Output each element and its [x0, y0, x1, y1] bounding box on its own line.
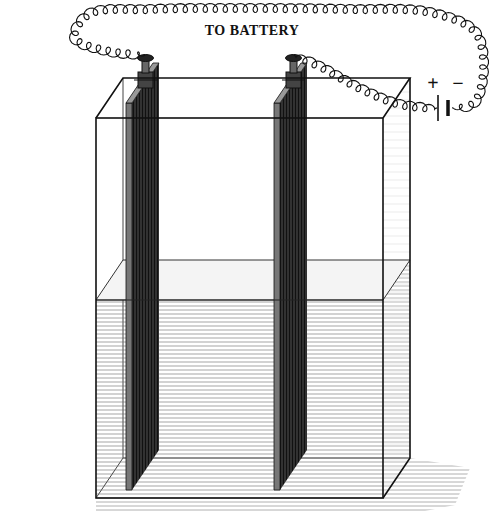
box-front-edges — [96, 78, 410, 498]
wire-label: TO BATTERY — [203, 24, 302, 38]
polarity-sign: + — [425, 73, 440, 93]
electrode-plate-left — [126, 63, 159, 490]
electrode-plate-right — [274, 63, 307, 490]
coiled-wires — [70, 3, 489, 111]
wire-left-post — [70, 3, 489, 111]
binding-post-left — [134, 55, 157, 89]
binding-post-right — [282, 55, 305, 89]
wire-right-post — [294, 55, 438, 112]
electrolyte-side — [383, 260, 410, 498]
liquid-level-line — [96, 299, 383, 300]
battery-symbol — [438, 95, 448, 121]
polarity-sign: − — [450, 73, 465, 93]
